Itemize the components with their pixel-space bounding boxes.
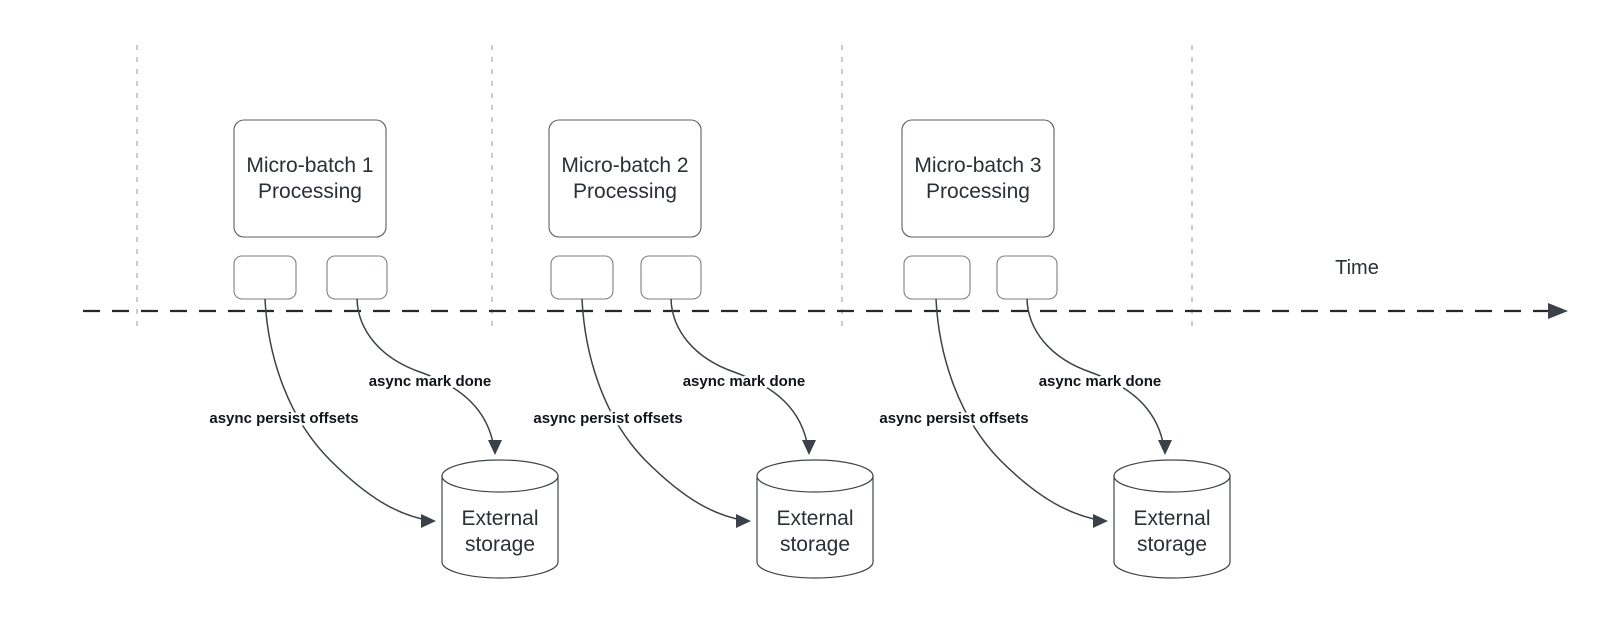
micro-batch-process-box[interactable] <box>233 119 387 238</box>
mark-done-task-box[interactable] <box>326 255 388 300</box>
external-storage-label-line1: External <box>461 507 538 530</box>
async-mark-done-connector <box>670 298 809 449</box>
external-storage-cylinder-body[interactable] <box>1113 475 1231 579</box>
external-storage-label-line2: storage <box>1137 533 1207 556</box>
micro-batch-label-line2: Processing <box>258 180 362 203</box>
external-storage-label-line2: storage <box>780 533 850 556</box>
async-mark-done-label: async mark done <box>683 373 806 390</box>
async-persist-offsets-label-halo: async persist offsets <box>209 410 358 427</box>
micro-batch-label-line1: Micro-batch 3 <box>914 154 1041 177</box>
time-axis: Time <box>83 257 1568 319</box>
async-mark-done-connector <box>356 298 495 449</box>
mark-done-task-box[interactable] <box>996 255 1058 300</box>
async-persist-offsets-label: async persist offsets <box>879 410 1028 427</box>
async-mark-done-connector <box>1026 298 1165 449</box>
external-storage-label-line2: storage <box>465 533 535 556</box>
micro-batch-label-line1: Micro-batch 1 <box>246 154 373 177</box>
async-persist-offsets-arrowhead-icon <box>421 514 436 528</box>
micro-batch-process-box[interactable] <box>548 119 702 238</box>
time-axis-arrowhead-icon <box>1548 303 1568 319</box>
async-mark-done-label-halo: async mark done <box>683 373 806 390</box>
persist-offsets-task-box[interactable] <box>550 255 614 300</box>
async-persist-offsets-connector <box>581 298 748 522</box>
persist-offsets-task-box[interactable] <box>903 255 971 300</box>
micro-batch-label-line2: Processing <box>926 180 1030 203</box>
async-persist-offsets-label: async persist offsets <box>209 410 358 427</box>
external-storage-label-line1: External <box>776 507 853 530</box>
async-mark-done-label-halo: async mark done <box>369 373 492 390</box>
external-storage-cylinder-body[interactable] <box>756 475 874 579</box>
async-persist-offsets-connector <box>264 298 433 522</box>
external-storage-cylinder-top <box>441 459 559 493</box>
async-persist-offsets-label: async persist offsets <box>533 410 682 427</box>
async-persist-offsets-label-halo: async persist offsets <box>533 410 682 427</box>
async-persist-offsets-label-halo: async persist offsets <box>879 410 1028 427</box>
external-storage-label-line1: External <box>1133 507 1210 530</box>
external-storage-cylinder-body[interactable] <box>441 475 559 579</box>
external-storage-cylinder-top <box>1113 459 1231 493</box>
async-mark-done-label-halo: async mark done <box>1039 373 1162 390</box>
persist-offsets-task-box[interactable] <box>233 255 297 300</box>
micro-batch-label-line1: Micro-batch 2 <box>561 154 688 177</box>
async-mark-done-arrowhead-icon <box>1158 440 1172 455</box>
external-storage-cylinder-top <box>756 459 874 493</box>
async-mark-done-label: async mark done <box>369 373 492 390</box>
async-persist-offsets-connector <box>935 298 1105 522</box>
async-mark-done-arrowhead-icon <box>802 440 816 455</box>
async-mark-done-arrowhead-icon <box>488 440 502 455</box>
mark-done-task-box[interactable] <box>640 255 702 300</box>
time-axis-label: Time <box>1335 257 1379 279</box>
micro-batch-label-line2: Processing <box>573 180 677 203</box>
micro-batch-process-box[interactable] <box>901 119 1055 238</box>
async-persist-offsets-arrowhead-icon <box>1093 514 1108 528</box>
async-persist-offsets-arrowhead-icon <box>736 514 751 528</box>
async-mark-done-label: async mark done <box>1039 373 1162 390</box>
